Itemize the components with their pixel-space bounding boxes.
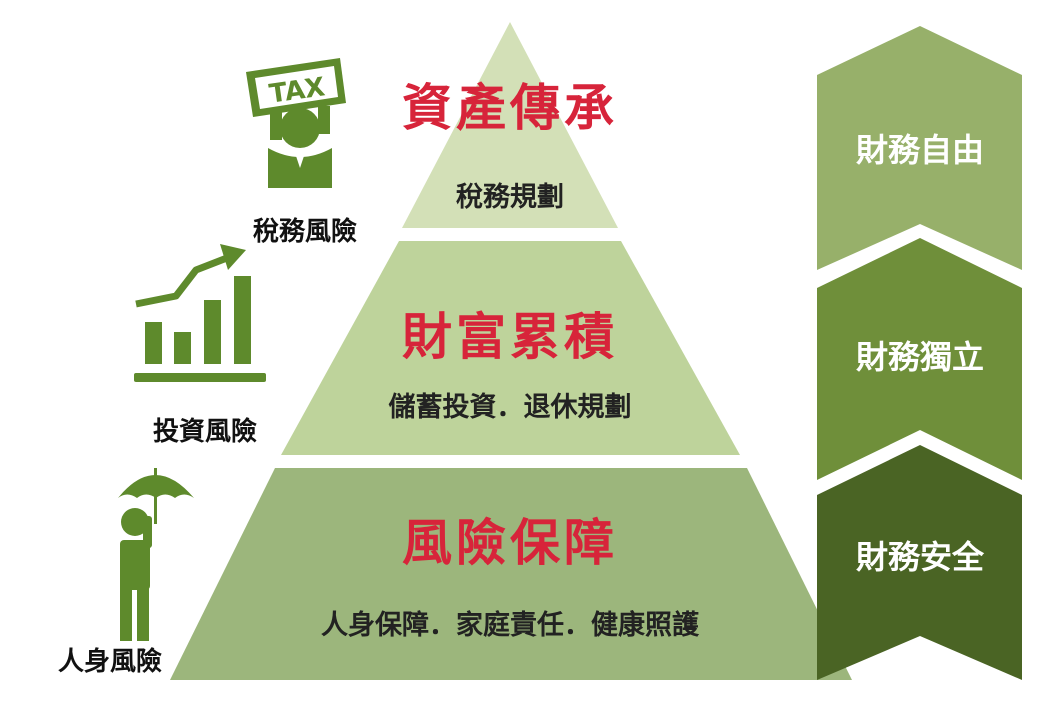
pyramid-tier-bottom [170,468,852,680]
pyramid-tier-top [402,22,618,228]
stage-label-bottom: 財務安全 [856,538,985,576]
stage-chevron-top [817,26,1022,270]
tax-sign-person-icon [246,58,346,188]
tier-title-top: 資產傳承 [402,79,618,137]
stage-label-top: 財務自由 [856,131,984,169]
umbrella-person-icon [118,468,194,641]
pyramid-tier-middle [281,241,740,455]
tier-title-bottom: 風險保障 [402,514,618,572]
tier-subtitle-bottom: 人身保障．家庭責任．健康照護 [321,609,700,641]
stage-chevron-bottom [817,445,1022,680]
stage-chevron-middle [817,238,1022,480]
risk-label-tax: 稅務風險 [253,216,357,247]
growth-bar-chart-icon [134,244,266,382]
tier-title-middle: 財富累積 [402,308,618,366]
risk-label-personal: 人身風險 [58,646,162,677]
tier-subtitle-top: 稅務規劃 [456,182,564,213]
tier-subtitle-middle: 儲蓄投資．退休規劃 [389,392,632,423]
stage-label-middle: 財務獨立 [856,338,984,376]
risk-label-investment: 投資風險 [153,416,257,447]
